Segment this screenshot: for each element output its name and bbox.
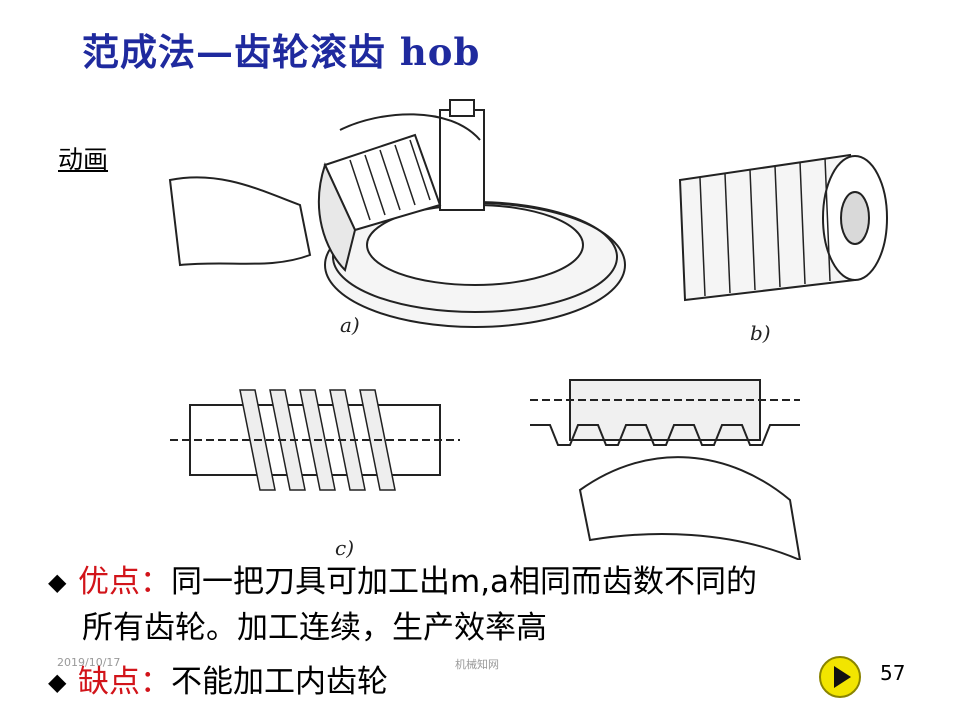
figure-label-a: a) [340, 313, 360, 337]
diamond-bullet-icon: ◆ [48, 668, 67, 696]
advantage-bullet: ◆ 优点：同一把刀具可加工出m,a相同而齿数不同的 [48, 560, 757, 604]
disadvantage-text: 不能加工内齿轮 [171, 664, 388, 700]
page-number: 57 [880, 661, 906, 685]
disadvantage-bullet: ◆ 缺点：不能加工内齿轮 [48, 660, 388, 704]
animation-link[interactable]: 动画 [58, 145, 109, 174]
advantage-text-line1: 同一把刀具可加工出m,a相同而齿数不同的 [171, 564, 758, 600]
figure-label-b: b) [750, 321, 771, 345]
advantage-text-line2: 所有齿轮。加工连续，生产效率高 [82, 610, 547, 646]
hobbing-diagram: a) b) c) [168, 99, 888, 587]
footer-date: 2019/10/17 [57, 656, 121, 669]
advantage-label: 优点： [78, 564, 171, 600]
hobbing-illustration: a) b) c) [150, 60, 930, 587]
disadvantage-label: 缺点： [78, 664, 171, 700]
watermark: 机械知网 [455, 658, 499, 671]
play-icon[interactable] [818, 655, 862, 699]
figure-label-c: c) [335, 536, 354, 560]
diamond-bullet-icon: ◆ [48, 568, 67, 596]
slide-title: 范成法—齿轮滚齿 hob [82, 30, 481, 74]
